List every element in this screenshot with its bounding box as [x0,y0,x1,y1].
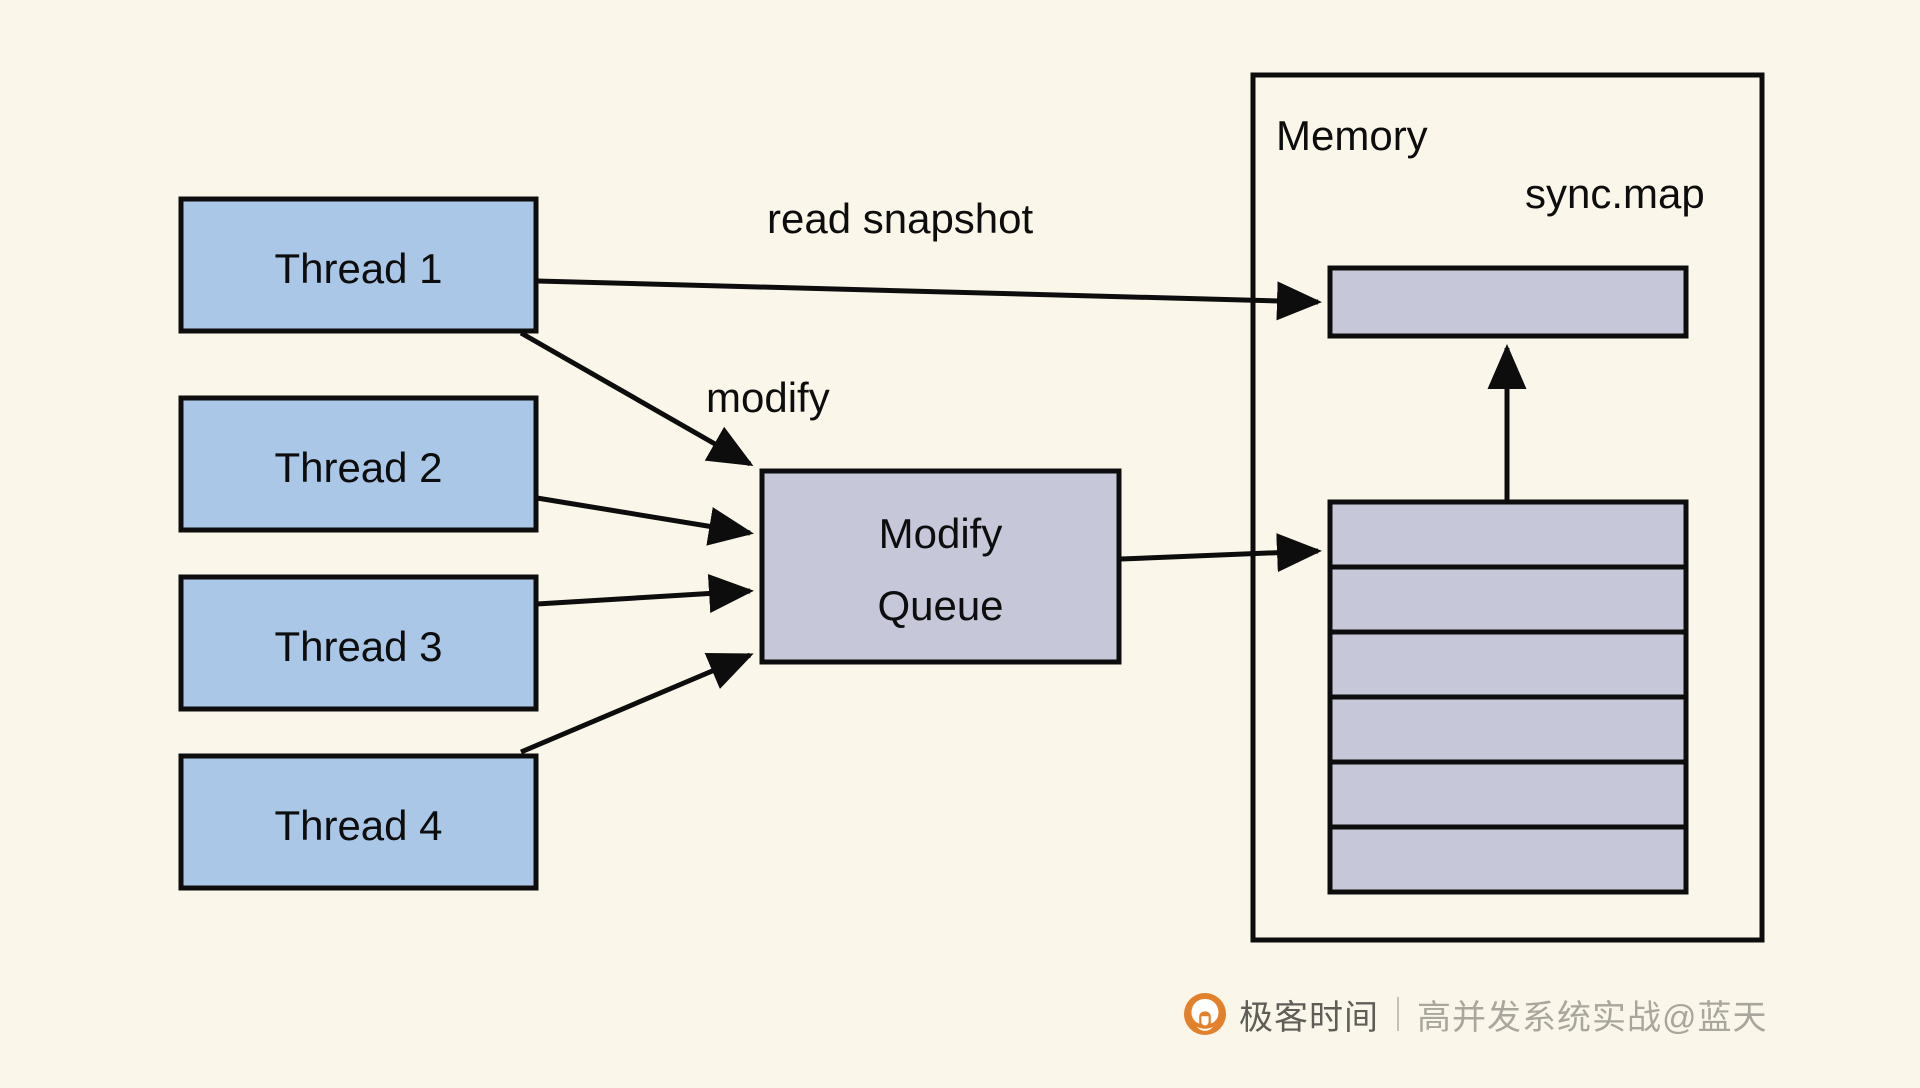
thread-3-box[interactable] [178,574,539,712]
sync-map-stack-row [1327,824,1689,895]
thread-4-node[interactable]: Thread 4 [178,753,539,891]
sync-map-stack-row [1327,564,1689,635]
edge-queue-to-stack-arrow [1120,533,1322,573]
thread-2-node[interactable]: Thread 2 [178,395,539,533]
sync-map-read-snapshot-bar [1327,265,1689,339]
watermark: 极客时间 高并发系统实战@蓝天 [1183,986,1768,1042]
edge-label-read-snapshot: read snapshot [767,195,1034,242]
thread-3-label: Thread 3 [274,623,442,670]
sync-map-stack-row [1327,499,1689,570]
thread-2-label: Thread 2 [274,444,442,491]
modify-queue-box[interactable] [759,468,1122,665]
sync-map-stack [1327,499,1689,895]
edge-modify-thread-3-arrow [536,574,754,613]
edge-read-snapshot-arrow [536,278,1322,321]
thread-2-box[interactable] [178,395,539,533]
edge-modify-thread-1-arrow [519,330,754,467]
sync-map-stack-row [1327,694,1689,765]
thread-4-box[interactable] [178,753,539,891]
thread-4-label: Thread 4 [274,802,442,849]
edge-label-modify: modify [706,374,830,421]
sync-map-stack-row [1327,629,1689,700]
thread-1-label: Thread 1 [274,245,442,292]
thread-3-node[interactable]: Thread 3 [178,574,539,712]
memory-region-border [1250,72,1765,943]
sync-map-label: sync.map [1525,170,1705,217]
memory-label: Memory [1276,112,1428,159]
modify-queue-label-line2: Queue [877,582,1003,629]
edge-modify-thread-2-arrow [536,495,754,546]
thread-1-box[interactable] [178,196,539,334]
modify-queue-node[interactable]: Modify Queue [759,468,1122,665]
thread-1-node[interactable]: Thread 1 [178,196,539,334]
watermark-brand: 极客时间 [1239,998,1379,1037]
modify-queue-label-line1: Modify [879,510,1003,557]
sync-map-stack-row [1327,759,1689,830]
watermark-divider [1397,997,1399,1031]
edge-modify-thread-4-arrow [520,652,754,755]
watermark-course: 高并发系统实战@蓝天 [1417,998,1768,1037]
geekbang-logo-icon [1184,993,1226,1035]
memory-region: Memory sync.map [1250,72,1765,943]
